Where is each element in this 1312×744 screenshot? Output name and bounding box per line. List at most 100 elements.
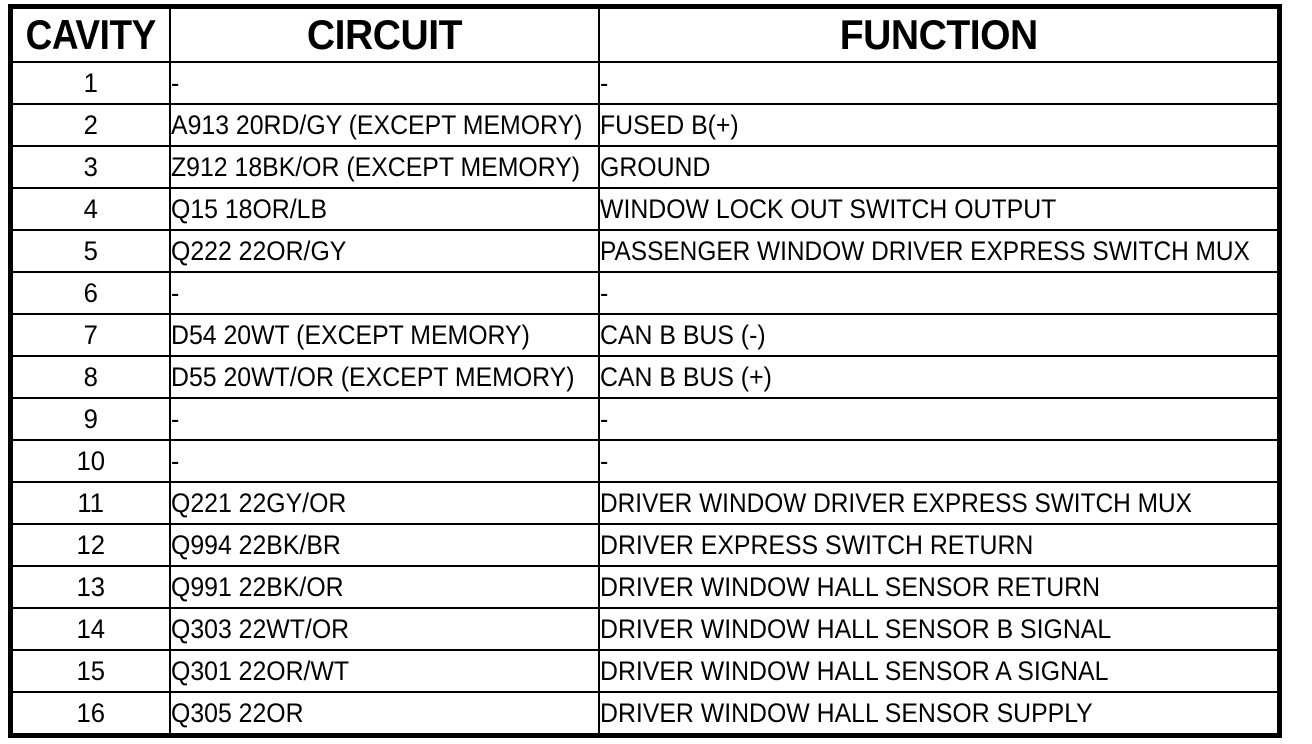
cell-function: DRIVER WINDOW HALL SENSOR SUPPLY: [597, 691, 1281, 737]
cell-function-value: DRIVER WINDOW DRIVER EXPRESS SWITCH MUX: [599, 487, 1192, 518]
cell-cavity: 12: [9, 523, 171, 567]
cell-cavity: 10: [9, 439, 171, 483]
table-row: 13 Q991 22BK/OR DRIVER WINDOW HALL SENSO…: [9, 565, 1281, 609]
table-row: 14 Q303 22WT/OR DRIVER WINDOW HALL SENSO…: [9, 607, 1281, 651]
cell-circuit-value: -: [170, 277, 179, 308]
cell-function: -: [597, 397, 1281, 441]
cell-cavity-value: 14: [76, 613, 106, 644]
column-header-cavity-label: CAVITY: [25, 11, 157, 58]
cell-cavity-value: 15: [76, 655, 106, 686]
cell-function: DRIVER WINDOW HALL SENSOR B SIGNAL: [597, 607, 1281, 651]
table-row: 16 Q305 22OR DRIVER WINDOW HALL SENSOR S…: [9, 691, 1281, 737]
cell-cavity-value: 9: [83, 403, 98, 434]
cell-circuit-value: -: [170, 67, 179, 98]
cell-circuit: D55 20WT/OR (EXCEPT MEMORY): [168, 355, 600, 399]
table-head: CAVITY CIRCUIT FUNCTION: [9, 5, 1281, 63]
cell-circuit: Q991 22BK/OR: [168, 565, 600, 609]
cell-cavity-value: 16: [76, 697, 106, 728]
cell-circuit: Q221 22GY/OR: [168, 481, 600, 525]
cell-circuit-value: -: [170, 403, 179, 434]
cell-circuit: Q15 18OR/LB: [168, 187, 600, 231]
cell-circuit: Q994 22BK/BR: [168, 523, 600, 567]
cell-function-value: WINDOW LOCK OUT SWITCH OUTPUT: [599, 193, 1056, 224]
cell-function: CAN B BUS (+): [597, 355, 1281, 399]
cell-circuit-value: Q222 22OR/GY: [170, 235, 346, 266]
table-row: 3 Z912 18BK/OR (EXCEPT MEMORY) GROUND: [9, 145, 1281, 189]
column-header-cavity: CAVITY: [9, 5, 171, 63]
cell-circuit-value: -: [170, 445, 179, 476]
cell-cavity: 4: [9, 187, 171, 231]
cell-function-value: DRIVER WINDOW HALL SENSOR SUPPLY: [599, 697, 1093, 728]
cell-function: DRIVER WINDOW HALL SENSOR RETURN: [597, 565, 1281, 609]
table-row: 6 - -: [9, 271, 1281, 315]
cell-function-value: CAN B BUS (+): [599, 361, 772, 392]
cell-cavity-value: 5: [83, 235, 98, 266]
table-row: 2 A913 20RD/GY (EXCEPT MEMORY) FUSED B(+…: [9, 103, 1281, 147]
cell-circuit: Q305 22OR: [168, 691, 600, 737]
cell-circuit: -: [168, 439, 600, 483]
connector-pinout-table: CAVITY CIRCUIT FUNCTION 1 - -: [8, 4, 1282, 738]
cell-cavity: 6: [9, 271, 171, 315]
cell-function: CAN B BUS (-): [597, 313, 1281, 357]
cell-cavity-value: 8: [83, 361, 98, 392]
cell-circuit: -: [168, 61, 600, 105]
cell-cavity-value: 1: [83, 67, 98, 98]
cell-cavity-value: 11: [77, 487, 105, 518]
cell-function: GROUND: [597, 145, 1281, 189]
cell-circuit-value: Q303 22WT/OR: [170, 613, 349, 644]
table-row: 12 Q994 22BK/BR DRIVER EXPRESS SWITCH RE…: [9, 523, 1281, 567]
cell-circuit-value: A913 20RD/GY (EXCEPT MEMORY): [170, 109, 582, 140]
cell-cavity: 8: [9, 355, 171, 399]
cell-function: -: [597, 61, 1281, 105]
cell-cavity: 7: [9, 313, 171, 357]
cell-function-value: FUSED B(+): [599, 109, 739, 140]
table-row: 1 - -: [9, 61, 1281, 105]
cell-cavity: 13: [9, 565, 171, 609]
table-row: 8 D55 20WT/OR (EXCEPT MEMORY) CAN B BUS …: [9, 355, 1281, 399]
cell-cavity-value: 2: [83, 109, 98, 140]
cell-cavity: 14: [9, 607, 171, 651]
cell-cavity: 1: [9, 61, 171, 105]
cell-circuit-value: Q994 22BK/BR: [170, 529, 341, 560]
cell-function-value: CAN B BUS (-): [599, 319, 766, 350]
cell-function: FUSED B(+): [597, 103, 1281, 147]
cell-circuit: D54 20WT (EXCEPT MEMORY): [168, 313, 600, 357]
cell-function: DRIVER EXPRESS SWITCH RETURN: [597, 523, 1281, 567]
table-row: 15 Q301 22OR/WT DRIVER WINDOW HALL SENSO…: [9, 649, 1281, 693]
table-row: 4 Q15 18OR/LB WINDOW LOCK OUT SWITCH OUT…: [9, 187, 1281, 231]
table-row: 10 - -: [9, 439, 1281, 483]
cell-function: DRIVER WINDOW HALL SENSOR A SIGNAL: [597, 649, 1281, 693]
cell-function: PASSENGER WINDOW DRIVER EXPRESS SWITCH M…: [597, 229, 1281, 273]
cell-cavity: 3: [9, 145, 171, 189]
cell-function: DRIVER WINDOW DRIVER EXPRESS SWITCH MUX: [597, 481, 1281, 525]
cell-circuit-value: Q305 22OR: [170, 697, 304, 728]
cell-circuit: Z912 18BK/OR (EXCEPT MEMORY): [168, 145, 600, 189]
cell-cavity-value: 12: [76, 529, 106, 560]
table-row: 9 - -: [9, 397, 1281, 441]
cell-cavity-value: 13: [76, 571, 106, 602]
cell-circuit: -: [168, 271, 600, 315]
cell-cavity-value: 4: [83, 193, 98, 224]
column-header-function: FUNCTION: [597, 5, 1281, 63]
cell-function-value: GROUND: [599, 151, 710, 182]
table-body: 1 - - 2 A913 20RD/GY (EXCEPT MEMORY) FUS…: [9, 61, 1281, 737]
table-row: 11 Q221 22GY/OR DRIVER WINDOW DRIVER EXP…: [9, 481, 1281, 525]
cell-circuit-value: D55 20WT/OR (EXCEPT MEMORY): [170, 361, 575, 392]
cell-cavity-value: 7: [83, 319, 98, 350]
cell-function: -: [597, 439, 1281, 483]
cell-circuit: A913 20RD/GY (EXCEPT MEMORY): [168, 103, 600, 147]
cell-circuit: Q222 22OR/GY: [168, 229, 600, 273]
cell-circuit: Q303 22WT/OR: [168, 607, 600, 651]
table-header-row: CAVITY CIRCUIT FUNCTION: [9, 5, 1281, 63]
cell-function-value: PASSENGER WINDOW DRIVER EXPRESS SWITCH M…: [599, 235, 1250, 266]
cell-cavity: 9: [9, 397, 171, 441]
cell-circuit-value: Q221 22GY/OR: [170, 487, 346, 518]
cell-cavity: 15: [9, 649, 171, 693]
column-header-function-label: FUNCTION: [839, 11, 1038, 58]
cell-circuit: Q301 22OR/WT: [168, 649, 600, 693]
cell-circuit-value: Q301 22OR/WT: [170, 655, 349, 686]
cell-cavity: 16: [9, 691, 171, 737]
cell-function-value: DRIVER WINDOW HALL SENSOR RETURN: [599, 571, 1100, 602]
cell-cavity-value: 3: [83, 151, 98, 182]
